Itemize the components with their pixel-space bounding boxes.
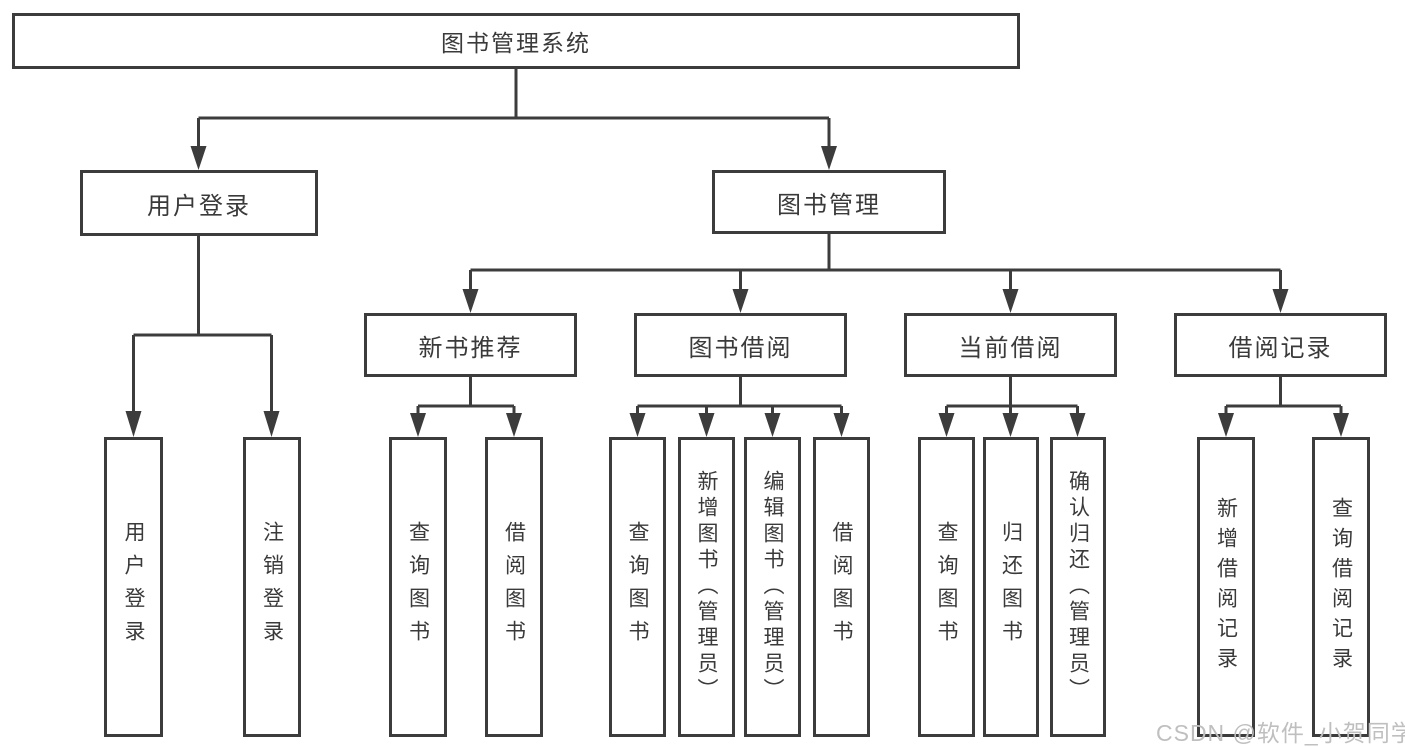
leaf-label: 归还图书 bbox=[999, 521, 1023, 653]
arrow-icon bbox=[125, 411, 142, 437]
leaf-borrowing-borrow-books: 借阅图书 bbox=[813, 437, 870, 737]
arrow-icon bbox=[263, 411, 280, 437]
arrow-icon bbox=[833, 413, 850, 437]
leaf-records-query-record: 查询借阅记录 bbox=[1312, 437, 1370, 737]
node-label: 图书管理系统 bbox=[441, 30, 591, 56]
arrow-icon bbox=[1002, 413, 1019, 437]
arrow-icon bbox=[698, 413, 715, 437]
leaf-borrowing-edit-books: 编辑图书（管理员） bbox=[744, 437, 801, 737]
arrow-icon bbox=[1002, 289, 1019, 313]
leaf-logout-login: 注销登录 bbox=[243, 437, 301, 737]
node-borrowing-records: 借阅记录 bbox=[1174, 313, 1387, 377]
leaf-label: 查询图书 bbox=[406, 521, 430, 653]
leaf-user-login: 用户登录 bbox=[104, 437, 163, 737]
node-book-borrowing: 图书借阅 bbox=[634, 313, 847, 377]
arrow-icon bbox=[410, 413, 426, 437]
node-label: 图书管理 bbox=[777, 191, 881, 219]
node-label: 新书推荐 bbox=[418, 334, 523, 362]
leaf-current-query-books: 查询图书 bbox=[918, 437, 975, 737]
leaf-current-return-books: 归还图书 bbox=[983, 437, 1039, 737]
arrow-icon bbox=[1333, 413, 1349, 437]
watermark-text: CSDN @软件_小贺同学 bbox=[1156, 720, 1405, 746]
leaf-label: 用户登录 bbox=[122, 521, 145, 653]
node-label: 借阅记录 bbox=[1228, 334, 1333, 362]
arrow-icon bbox=[732, 289, 749, 313]
arrow-icon bbox=[190, 146, 207, 170]
arrow-icon bbox=[764, 413, 781, 437]
arrow-icon bbox=[506, 413, 522, 437]
leaf-label: 新增图书（管理员） bbox=[695, 470, 718, 704]
node-new-book-recommend: 新书推荐 bbox=[364, 313, 577, 377]
leaf-label: 确认归还（管理员） bbox=[1066, 470, 1090, 704]
arrow-icon bbox=[1272, 289, 1289, 313]
arrow-icon bbox=[1218, 413, 1234, 437]
leaf-recommend-borrow-books: 借阅图书 bbox=[485, 437, 543, 737]
arrow-icon bbox=[629, 413, 646, 437]
leaf-recommend-query-books: 查询图书 bbox=[389, 437, 447, 737]
leaf-label: 编辑图书（管理员） bbox=[761, 470, 784, 704]
leaf-label: 借阅图书 bbox=[830, 521, 853, 653]
node-label: 图书借阅 bbox=[688, 334, 793, 362]
leaf-borrowing-query-books: 查询图书 bbox=[609, 437, 666, 737]
node-label: 用户登录 bbox=[147, 192, 251, 220]
leaf-label: 查询图书 bbox=[935, 521, 958, 653]
node-label: 当前借阅 bbox=[958, 334, 1063, 362]
node-library-system-root: 图书管理系统 bbox=[12, 13, 1020, 69]
arrow-icon bbox=[1069, 413, 1086, 437]
leaf-records-add-record: 新增借阅记录 bbox=[1197, 437, 1255, 737]
arrow-icon bbox=[462, 289, 479, 313]
leaf-label: 查询借阅记录 bbox=[1329, 497, 1353, 677]
leaf-current-confirm-return: 确认归还（管理员） bbox=[1050, 437, 1106, 737]
leaf-label: 新增借阅记录 bbox=[1214, 497, 1238, 677]
arrow-icon bbox=[938, 413, 955, 437]
leaf-label: 注销登录 bbox=[260, 521, 284, 653]
node-user-login: 用户登录 bbox=[80, 170, 318, 236]
leaf-label: 查询图书 bbox=[626, 521, 649, 653]
leaf-label: 借阅图书 bbox=[502, 521, 526, 653]
node-current-borrowing: 当前借阅 bbox=[904, 313, 1117, 377]
node-book-management: 图书管理 bbox=[712, 170, 946, 234]
arrow-icon bbox=[821, 146, 837, 170]
leaf-borrowing-add-books: 新增图书（管理员） bbox=[678, 437, 735, 737]
